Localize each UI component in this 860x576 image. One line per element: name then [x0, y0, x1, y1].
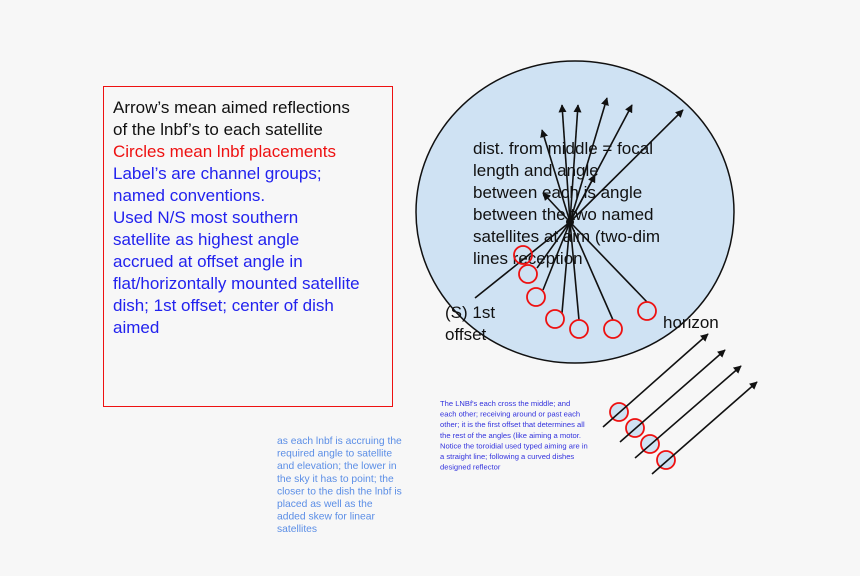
- ray-line: [542, 221, 571, 291]
- dish-label-line: length and angle: [473, 161, 599, 180]
- note-small-line: Notice the toroidial used typed aiming a…: [440, 441, 588, 450]
- note-small-line: each other; receiving around or past eac…: [440, 410, 580, 419]
- parallel-arrow: [634, 365, 742, 459]
- note-small-line: other; it is the first offset that deter…: [440, 420, 585, 429]
- parallel-arrow: [651, 381, 758, 475]
- legend-text: Arrow’s mean aimed reflections of the lnb…: [113, 98, 360, 337]
- note-light-line: required angle to satellite: [277, 449, 392, 460]
- offset-label-line1: (S) 1st: [445, 303, 495, 322]
- legend-line: of the lnbf’s to each satellite: [113, 120, 323, 139]
- reflection-arrow: [569, 109, 684, 223]
- reflection-arrow: [542, 192, 571, 223]
- legend-line: Used N/S most southern: [113, 208, 298, 227]
- dish-label-line: satellites at aim (two-dim: [473, 227, 660, 246]
- note-light-line: and elevation; the lower in: [277, 461, 397, 472]
- lnbf-circle: [513, 245, 533, 265]
- focal-point: [566, 218, 574, 226]
- legend-line: aimed: [113, 318, 159, 337]
- reflection-arrow: [569, 97, 609, 223]
- legend-line: satellite as highest angle: [113, 230, 299, 249]
- horizon-label: horizon: [663, 313, 719, 332]
- lnbf-circle: [545, 309, 565, 329]
- note-light-line: as each lnbf is accruing the: [277, 436, 402, 447]
- legend-line: Label’s are channel groups;: [113, 164, 322, 183]
- dish-label-line: between the two named: [473, 205, 654, 224]
- lnbf-circles: [513, 245, 657, 339]
- ray-line: [561, 221, 571, 314]
- lnbf-circle: [526, 287, 546, 307]
- reflection-arrow: [540, 129, 571, 223]
- lnbf-circle: [518, 264, 538, 284]
- legend-line: Arrow’s mean aimed reflections: [113, 98, 350, 117]
- parallel-arrow: [602, 333, 709, 428]
- reflection-rays: [474, 97, 684, 321]
- reflection-arrow: [569, 174, 596, 223]
- parallel-arrows: [602, 333, 758, 475]
- ray-line: [536, 221, 571, 269]
- note-small-line: the rest of the angles (like aiming a mo…: [440, 431, 581, 440]
- note-small-line: a straight line; following a curved dish…: [440, 452, 574, 461]
- reflection-arrow: [558, 104, 571, 223]
- dish-label: dist. from middle = focal length and angl…: [473, 139, 660, 268]
- note-light-line: the sky it has to point; the: [277, 474, 394, 485]
- ray-line: [569, 221, 580, 321]
- note-light-line: satellites: [277, 524, 317, 535]
- offset-label-line2: offset: [445, 325, 487, 344]
- legend-line: accrued at offset angle in: [113, 252, 303, 271]
- parallel-arrow: [619, 349, 726, 443]
- note-light-line: placed as well as the: [277, 499, 373, 510]
- note-light-line: closer to the dish the lnbf is: [277, 486, 402, 497]
- note-small-line: The LNBf's each cross the middle; and: [440, 399, 570, 408]
- note-light-line: added skew for linear: [277, 512, 375, 523]
- ray-line: [474, 221, 571, 299]
- dish-label-line: dist. from middle = focal: [473, 139, 653, 158]
- legend-line: dish; 1st offset; center of dish: [113, 296, 334, 315]
- note-light: as each lnbf is accruing the required ang…: [277, 436, 402, 535]
- lnbf-circle: [637, 301, 657, 321]
- ray-line: [569, 221, 648, 303]
- lnbf-circle: [569, 319, 589, 339]
- ray-line: [569, 221, 614, 321]
- lnbf-circle: [603, 319, 623, 339]
- legend-line: flat/horizontally mounted satellite: [113, 274, 360, 293]
- legend-box: [103, 86, 393, 407]
- legend-line: named conventions.: [113, 186, 265, 205]
- note-small: The LNBf's each cross the middle; and eac…: [440, 399, 588, 472]
- dish-label-line: lines reception: [473, 249, 583, 268]
- reflection-arrow: [569, 104, 582, 223]
- legend-line: Circles mean lnbf placements: [113, 142, 336, 161]
- lnbf-circle: [656, 450, 676, 470]
- note-small-line: designed reflector: [440, 463, 501, 472]
- dish-label-line: between each is angle: [473, 183, 642, 202]
